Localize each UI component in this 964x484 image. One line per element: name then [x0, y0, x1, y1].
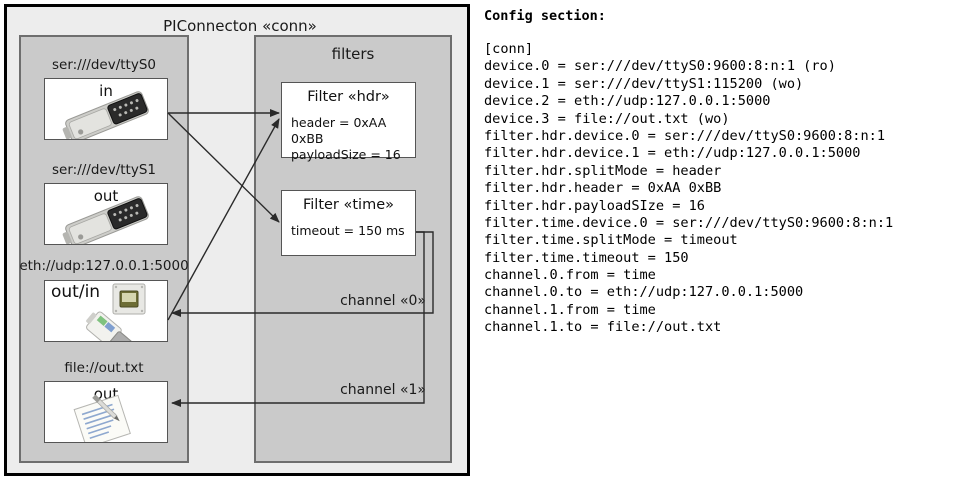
filter-hdr-props: header = 0xAA 0xBB payloadSize = 16	[291, 115, 415, 163]
serial-port-icon	[62, 196, 149, 244]
config-text-block[interactable]: [conn]device.0 = ser:///dev/ttyS0:9600:8…	[484, 41, 893, 337]
filter-card-time[interactable]: Filter «time» timeout = 150 ms	[281, 190, 416, 256]
config-line: filter.time.device.0 = ser:///dev/ttyS0:…	[484, 214, 894, 231]
config-line: filter.hdr.header = 0xAA 0xBB	[484, 180, 722, 197]
text-file-icon	[73, 394, 131, 442]
config-line: channel.1.from = time	[484, 301, 656, 318]
device-caption-in: in	[99, 82, 113, 100]
filters-group-title: filters	[331, 45, 375, 63]
config-line: filter.hdr.device.0 = ser:///dev/ttyS0:9…	[484, 127, 886, 144]
diagram-title: PIConnecton «conn»	[163, 17, 317, 35]
device-card-ttys0[interactable]: in	[44, 78, 168, 140]
device-card-ttys1[interactable]: out	[44, 183, 168, 245]
filter-hdr-prop-payload: payloadSize = 16	[291, 147, 401, 162]
config-panel: Config section: [conn]device.0 = ser:///…	[482, 0, 964, 484]
filter-hdr-title: Filter «hdr»	[307, 89, 390, 105]
device-caption-out-in: out/in	[51, 282, 101, 302]
device-label-ttys1: ser:///dev/ttyS1	[52, 162, 156, 178]
config-line: device.3 = file://out.txt (wo)	[484, 110, 730, 127]
config-line: device.0 = ser:///dev/ttyS0:9600:8:n:1 (…	[484, 58, 836, 75]
serial-port-icon	[62, 91, 149, 139]
config-line: channel.0.from = time	[484, 267, 656, 284]
config-line: device.1 = ser:///dev/ttyS1:115200 (wo)	[484, 75, 804, 92]
filter-card-hdr[interactable]: Filter «hdr» header = 0xAA 0xBB payloadS…	[281, 82, 416, 162]
channel-1-label: channel «1»	[340, 382, 426, 398]
filter-time-props: timeout = 150 ms	[291, 223, 405, 239]
config-line: filter.hdr.device.1 = eth://udp:127.0.0.…	[484, 145, 861, 162]
config-line: filter.time.timeout = 150	[484, 249, 689, 266]
device-card-eth[interactable]: out/in	[44, 280, 168, 342]
filter-time-title: Filter «time»	[302, 197, 395, 213]
config-line: channel.1.to = file://out.txt	[484, 319, 722, 336]
config-line: filter.hdr.splitMode = header	[484, 162, 722, 179]
ethernet-plug-icon	[86, 283, 146, 341]
filter-time-prop-timeout: timeout = 150 ms	[291, 223, 405, 238]
device-label-eth: eth://udp:127.0.0.1:5000	[19, 258, 189, 274]
config-line: filter.time.splitMode = timeout	[484, 232, 738, 249]
device-card-file[interactable]: out	[44, 381, 168, 443]
device-label-file: file://out.txt	[64, 360, 144, 376]
device-caption-out-serial: out	[93, 187, 119, 205]
config-line: device.2 = eth://udp:127.0.0.1:5000	[484, 93, 771, 110]
device-label-ttys0: ser:///dev/ttyS0	[52, 57, 156, 73]
config-line: filter.hdr.payloadSIze = 16	[484, 197, 705, 214]
config-line: channel.0.to = eth://udp:127.0.0.1:5000	[484, 284, 804, 301]
channel-0-label: channel «0»	[340, 293, 426, 309]
filter-hdr-prop-header: header = 0xAA 0xBB	[291, 115, 387, 146]
config-line: [conn]	[484, 41, 534, 57]
config-heading: Config section:	[484, 8, 606, 24]
